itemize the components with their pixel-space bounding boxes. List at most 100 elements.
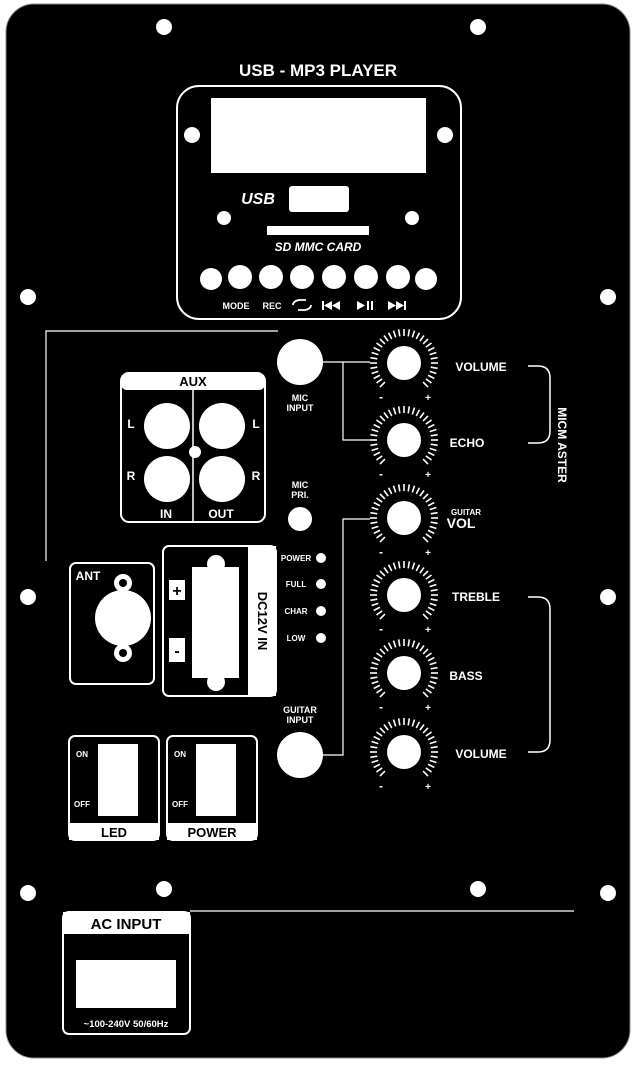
knob-tick xyxy=(379,770,386,777)
player-button-mode[interactable] xyxy=(228,265,252,289)
knob-cap[interactable] xyxy=(387,578,421,612)
knob-guitar-vol[interactable]: -+ xyxy=(370,484,438,559)
connector-lines xyxy=(323,361,370,756)
ant-connector-slots xyxy=(119,579,127,657)
knob-tick xyxy=(376,419,383,425)
knob-tick xyxy=(379,648,386,655)
knob-tick xyxy=(373,684,381,690)
knob-cap[interactable] xyxy=(387,423,421,457)
indicator-char-led xyxy=(316,606,326,616)
guitar-input-jack[interactable] xyxy=(277,732,323,778)
player-button-play-pause[interactable] xyxy=(354,265,378,289)
aux-out-left-jack[interactable] xyxy=(199,403,245,449)
knob-tick xyxy=(379,381,386,388)
knob-tick xyxy=(371,759,379,764)
mic-pri-button[interactable] xyxy=(288,507,312,531)
knob-bass[interactable]: -+ xyxy=(370,639,438,714)
knob-tick xyxy=(419,724,425,731)
plus-box xyxy=(169,580,185,600)
knob-tick xyxy=(373,763,381,769)
knob-tick xyxy=(415,332,421,340)
knob-tick xyxy=(383,645,389,652)
knob-master-volume[interactable]: -+ xyxy=(370,718,438,793)
knob-tick xyxy=(371,680,379,685)
knob-tick xyxy=(370,676,378,680)
knob-tick xyxy=(376,533,383,539)
mic-input-jack[interactable] xyxy=(277,339,323,385)
knob-tick xyxy=(425,731,432,737)
knob-tick xyxy=(397,639,401,647)
player-buttons xyxy=(200,265,437,290)
aux-in-r-label: R xyxy=(127,469,136,483)
knob-tick xyxy=(371,740,379,745)
knob-tick xyxy=(419,412,425,419)
power-switch-block: POWER ON OFF xyxy=(166,735,258,841)
knob-tick xyxy=(371,506,379,511)
player-button-prev[interactable] xyxy=(322,265,346,289)
mic-input-label-2: INPUT xyxy=(287,403,315,413)
knob-tick xyxy=(370,588,378,592)
knob-min-label: - xyxy=(379,390,383,404)
knob-tick xyxy=(427,423,435,429)
indicator-power-led xyxy=(316,553,326,563)
aux-in-right-jack[interactable] xyxy=(144,456,190,502)
mode-label: MODE xyxy=(223,301,250,311)
knob-max-label: + xyxy=(425,782,431,793)
aux-out-right-jack[interactable] xyxy=(199,456,245,502)
knob-tick xyxy=(411,640,416,648)
ac-input-spec: ~100-240V 50/60Hz xyxy=(84,1019,169,1030)
knob-tick xyxy=(370,755,378,759)
knob-tick xyxy=(376,455,383,461)
power-switch-label: POWER xyxy=(187,825,237,840)
sd-card-slot[interactable] xyxy=(267,226,369,235)
knob-echo[interactable]: -+ xyxy=(370,406,438,481)
module-screw xyxy=(184,127,200,143)
plus-label: + xyxy=(172,583,181,600)
player-button-rec[interactable] xyxy=(259,265,283,289)
knob-cap[interactable] xyxy=(387,501,421,535)
player-button-next[interactable] xyxy=(386,265,410,289)
knob-tick xyxy=(383,724,389,731)
knob-tick xyxy=(370,356,378,360)
knob-tick xyxy=(392,562,397,570)
power-switch[interactable] xyxy=(196,744,236,816)
dc-screw xyxy=(207,673,225,691)
led-switch[interactable] xyxy=(98,744,138,816)
knob-tick xyxy=(387,564,393,572)
guitar-input-label-2: INPUT xyxy=(287,715,315,725)
player-button-repeat[interactable] xyxy=(290,265,314,289)
knob-cap[interactable] xyxy=(387,656,421,690)
knob-tick xyxy=(427,763,435,769)
dc-connector[interactable] xyxy=(192,567,239,678)
knob-tick xyxy=(415,564,421,572)
knob-tick xyxy=(427,606,435,612)
usb-port[interactable] xyxy=(289,186,349,212)
guitar-input-label-1: GUITAR xyxy=(283,705,317,715)
knob-tick xyxy=(373,735,381,741)
knob-tick xyxy=(419,645,425,652)
knob-tick xyxy=(425,497,432,503)
knob-cap[interactable] xyxy=(387,735,421,769)
knob-tick xyxy=(419,567,425,574)
ac-input-socket[interactable] xyxy=(76,960,176,1008)
knob-tick xyxy=(376,652,383,658)
indicator-full-led xyxy=(316,579,326,589)
knob-tick xyxy=(430,443,438,447)
ant-label: ANT xyxy=(76,569,101,583)
panel-body xyxy=(5,3,631,1059)
knob-cap[interactable] xyxy=(387,346,421,380)
knob-tick xyxy=(425,342,432,348)
knob-tick xyxy=(427,684,435,690)
knob-tick xyxy=(425,688,432,694)
knob-tick xyxy=(373,346,381,352)
knob-tick xyxy=(430,356,438,360)
player-button[interactable] xyxy=(415,268,437,290)
knob-tick xyxy=(373,656,381,662)
knob-volume[interactable]: -+ xyxy=(370,329,438,404)
mounting-hole xyxy=(470,19,486,35)
player-button[interactable] xyxy=(200,268,222,290)
aux-in-left-jack[interactable] xyxy=(144,403,190,449)
play-pause-icon xyxy=(357,301,373,310)
dc-screw xyxy=(207,555,225,573)
knob-treble[interactable]: -+ xyxy=(370,561,438,636)
